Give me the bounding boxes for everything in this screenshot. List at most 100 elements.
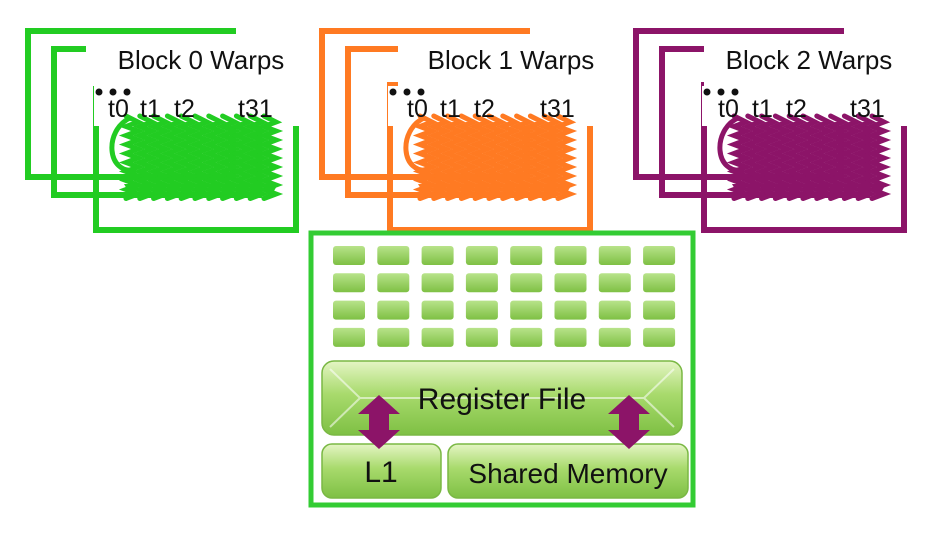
thread-1-arrowhead [431, 184, 448, 198]
core-cell [643, 300, 676, 320]
block-1-dots [389, 88, 425, 96]
thread-5-arrowhead [487, 184, 503, 198]
register-file-bevel [329, 368, 675, 428]
core-cell [421, 246, 454, 265]
ellipsis-dot-2 [731, 88, 739, 96]
block-1-thread-t31: t31 [540, 95, 575, 123]
block-0-thread-t31: t31 [238, 95, 273, 123]
block-2-dots [703, 88, 739, 96]
ellipsis-dot-1 [109, 88, 117, 96]
core-cell [465, 273, 498, 293]
thread-5-arrowhead [193, 184, 209, 198]
core-cell [554, 273, 587, 293]
thread-2-arrowhead [759, 184, 776, 198]
thread-2-arrowhead [151, 184, 168, 198]
shared-register-arrow-icon [608, 395, 650, 449]
core-cell [377, 246, 410, 265]
core-cell [598, 327, 631, 347]
thread-4-arrowhead [179, 184, 196, 198]
core-cell [333, 246, 365, 265]
thread-8-arrowhead [528, 184, 545, 198]
l1-cache: L1 [321, 443, 442, 499]
block-1-thread-t2: t2 [474, 95, 495, 123]
thread-3-arrowhead [165, 184, 182, 198]
core-cell [377, 327, 410, 347]
block-0-thread-scribbles [109, 113, 284, 201]
shared-memory-label: Shared Memory [468, 458, 667, 489]
thread-3-arrowhead [459, 184, 476, 198]
shared-memory-bar [447, 443, 689, 499]
thread-7-arrowhead [828, 184, 845, 198]
core-cell [465, 246, 498, 265]
core-cell [598, 300, 631, 320]
block-2-group: Block 2 Warps t0 t1 t2 t31 [633, 28, 914, 233]
core-cell [510, 327, 543, 347]
thread-loop-curl [717, 115, 745, 173]
thread-3-arrowhead [773, 184, 790, 198]
thread-4-arrowhead [473, 184, 490, 198]
block-2-thread-scribbles [717, 113, 892, 201]
thread-loop-curl [403, 115, 431, 173]
block-0-dots [95, 88, 131, 96]
core-cell [554, 327, 587, 347]
block-0-thread-t0: t0 [108, 95, 129, 123]
core-cell [333, 327, 365, 347]
core-grid [333, 246, 676, 347]
streaming-multiprocessor: Register File L1 Shared Memory [308, 230, 696, 508]
block-1-title: Block 1 Warps [428, 45, 595, 75]
thread-8-arrowhead [842, 184, 859, 198]
block-2-title-box [704, 34, 914, 86]
register-file: Register File [321, 360, 683, 436]
block-2-thread-t31: t31 [850, 95, 885, 123]
core-cell [643, 273, 676, 293]
block-2-thread-t2: t2 [786, 95, 807, 123]
thread-loop-curl [109, 115, 137, 173]
thread-9-arrowhead [856, 184, 873, 198]
core-cell [643, 246, 676, 265]
core-cell [643, 327, 676, 347]
thread-7-arrowhead [514, 184, 531, 198]
block-1-thread-t1: t1 [440, 95, 461, 123]
l1-register-arrow-icon [358, 395, 400, 449]
block-0-group: Block 0 Warps t0 t1 t2 t31 [25, 28, 304, 233]
ellipsis-dot-0 [389, 88, 397, 96]
block-1-thread-t0: t0 [407, 95, 428, 123]
block-0-thread-t1: t1 [140, 95, 161, 123]
ellipsis-dot-2 [123, 88, 131, 96]
thread-4-arrowhead [787, 184, 804, 198]
thread-0-arrowhead [124, 184, 140, 198]
thread-0-arrowhead [732, 184, 748, 198]
block-2-thread-t0: t0 [718, 95, 739, 123]
core-cell [510, 273, 543, 293]
core-cell [598, 273, 631, 293]
block-2-thread-t1: t1 [752, 95, 773, 123]
block-0-title-box [86, 34, 304, 86]
core-cell [377, 273, 410, 293]
core-cell [510, 246, 543, 265]
core-cell [377, 300, 410, 320]
thread-6-arrowhead [206, 184, 223, 198]
l1-label: L1 [364, 456, 397, 489]
thread-5-arrowhead [801, 184, 817, 198]
core-cell [554, 300, 587, 320]
core-cell [465, 327, 498, 347]
shared-memory: Shared Memory [447, 443, 689, 499]
block-1-thread-scribbles [403, 113, 578, 201]
thread-8-arrowhead [234, 184, 251, 198]
thread-10-arrowhead [556, 184, 572, 198]
thread-10-arrowhead [262, 184, 278, 198]
thread-6-arrowhead [500, 184, 517, 198]
thread-9-arrowhead [248, 184, 265, 198]
ellipsis-dot-0 [95, 88, 103, 96]
block-1-title-box [398, 34, 612, 86]
block-0-title: Block 0 Warps [118, 45, 285, 75]
ellipsis-dot-0 [703, 88, 711, 96]
thread-0-arrowhead [418, 184, 434, 198]
thread-9-arrowhead [542, 184, 559, 198]
ellipsis-dot-1 [717, 88, 725, 96]
thread-2-arrowhead [445, 184, 462, 198]
thread-10-arrowhead [870, 184, 886, 198]
ellipsis-dot-2 [417, 88, 425, 96]
core-cell [465, 300, 498, 320]
